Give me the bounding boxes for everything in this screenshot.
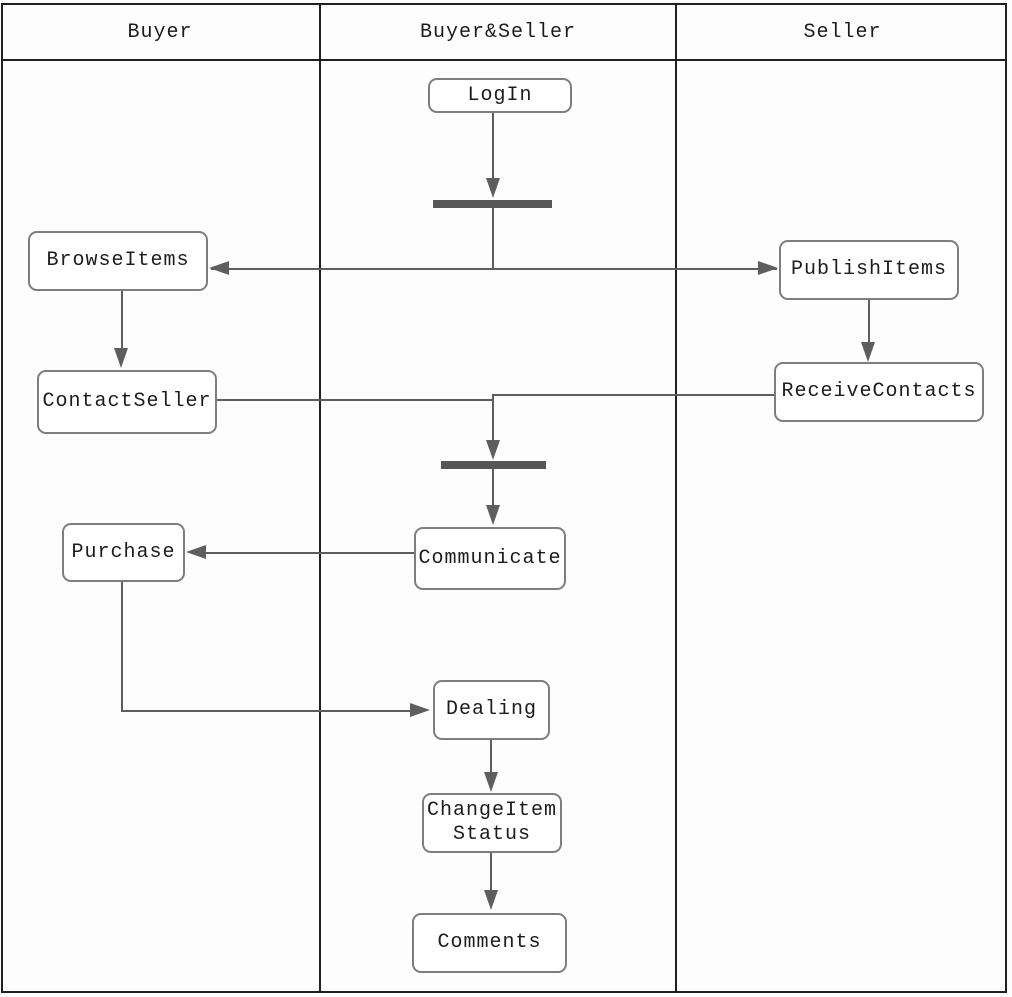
edge-join2-communicate-line: [492, 469, 494, 505]
edge-contactseller-join2-line: [215, 399, 494, 401]
edge-browseitems-contactseller-line: [121, 291, 123, 348]
lane-header-buyer-seller: Buyer&Seller: [321, 5, 675, 59]
edge-changeitemstatus-comments-line: [490, 853, 492, 890]
diagram-frame: [1, 3, 1007, 993]
edge-changeitemstatus-comments-arrowhead-icon: [484, 890, 498, 910]
edge-fork1-browseitems-arrowhead-icon: [209, 261, 229, 275]
node-change-item-status: ChangeItem Status: [422, 793, 562, 853]
edge-join2-arrowhead-icon: [486, 440, 500, 460]
edge-join2-communicate-arrowhead-icon: [486, 505, 500, 525]
lane-header-seller: Seller: [677, 5, 1008, 59]
node-dealing: Dealing: [433, 680, 550, 740]
edge-purchase-dealing-hline: [121, 710, 411, 712]
edge-dealing-changeitemstatus-line: [490, 740, 492, 772]
header-separator: [1, 59, 1007, 61]
node-login: LogIn: [428, 78, 572, 113]
lane-header-buyer-label: Buyer: [127, 20, 193, 44]
edge-join2-stem-line: [492, 394, 494, 440]
node-publish-items: PublishItems: [779, 240, 959, 300]
node-communicate: Communicate: [414, 527, 566, 590]
node-browse-items: BrowseItems: [28, 231, 208, 291]
node-purchase: Purchase: [62, 523, 185, 582]
join-bar-2: [441, 461, 546, 469]
fork-bar-1: [433, 200, 552, 208]
edge-publishitems-receivecontacts-arrowhead-icon: [861, 342, 875, 362]
lane-header-buyer: Buyer: [1, 5, 319, 59]
edge-fork1-stem-line: [492, 208, 494, 269]
node-receive-contacts: ReceiveContacts: [774, 362, 984, 422]
node-comments: Comments: [412, 913, 567, 973]
lane-header-seller-label: Seller: [803, 20, 882, 44]
lane-header-buyer-seller-label: Buyer&Seller: [419, 20, 577, 44]
lane-divider-buyer: [319, 3, 321, 993]
edge-purchase-dealing-arrowhead-icon: [410, 703, 430, 717]
edge-login-fork1-arrowhead-icon: [486, 178, 500, 198]
edge-fork1-publishitems-arrowhead-icon: [758, 261, 778, 275]
edge-dealing-changeitemstatus-arrowhead-icon: [484, 772, 498, 792]
edge-receivecontacts-join2-line: [492, 394, 774, 396]
node-contact-seller: ContactSeller: [37, 370, 217, 434]
edge-fork1-split-line: [211, 268, 777, 270]
lane-divider-seller: [675, 3, 677, 993]
edge-communicate-purchase-line: [206, 552, 414, 554]
edge-browseitems-contactseller-arrowhead-icon: [114, 348, 128, 368]
edge-login-fork1-line: [492, 112, 494, 178]
edge-publishitems-receivecontacts-line: [868, 300, 870, 342]
edge-purchase-dealing-vline: [121, 582, 123, 712]
edge-communicate-purchase-arrowhead-icon: [186, 545, 206, 559]
